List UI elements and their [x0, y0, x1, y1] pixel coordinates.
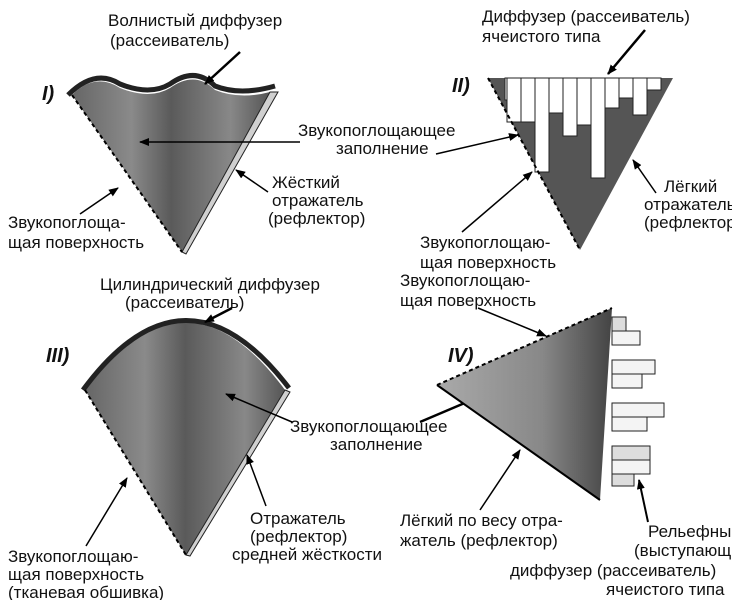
- panel-3-surface-label: (тканевая обшивка): [8, 583, 164, 600]
- panel-2-reflector-label: Лёгкий: [664, 177, 717, 196]
- fill-label-bottom: Звукопоглощающее: [290, 417, 447, 436]
- panel-1-wavy-diffuser-edge: [66, 73, 276, 97]
- arrow: [479, 449, 521, 511]
- panel-2-number: II): [452, 75, 470, 97]
- panel-3-absorber: [85, 322, 285, 555]
- panel-4-reflector: [436, 384, 601, 501]
- panel-2-reflector-label: отражатель: [644, 195, 732, 214]
- panel-1-absorber: [72, 79, 270, 252]
- fill-label-top: Звукопоглощающее: [298, 121, 455, 140]
- panel-1-diffuser-label: Волнистый диффузер: [108, 11, 282, 30]
- arrow: [204, 306, 233, 324]
- panel-3-reflector-label: Отражатель: [250, 509, 346, 528]
- panel-4-number: IV): [448, 345, 474, 367]
- panel-2-reflector-label: (рефлектор): [644, 213, 732, 232]
- panel-2-surface-label: щая поверхность: [420, 253, 556, 272]
- panel-4-absorbing-surface: [436, 307, 613, 386]
- panel-2-diffuser-label: ячеистого типа: [482, 27, 601, 46]
- panel-3-reflector-label: (рефлектор): [250, 527, 347, 546]
- panel-2-surface-label: Звукопоглощаю-: [420, 233, 550, 252]
- panel-4-diffuser-label: (выступающий): [634, 541, 732, 560]
- arrow: [461, 171, 533, 233]
- panel-3-cylindrical-diffuser-edge: [80, 318, 291, 392]
- panel-3-diffuser-label: Цилиндрический диффузер: [100, 275, 320, 294]
- panel-2-absorbing-surface: [487, 77, 581, 251]
- arrow: [235, 169, 269, 193]
- panel-1-reflector-label: (рефлектор): [268, 209, 365, 228]
- panel-3-reflector-label: средней жёсткости: [232, 545, 382, 564]
- panel-2-diffuser-label: Диффузер (рассеиватель): [482, 7, 690, 26]
- panel-1-diffuser-label: (рассеиватель): [110, 31, 229, 50]
- arrow: [204, 51, 241, 85]
- panel-1-reflector-label: Жёсткий: [272, 173, 340, 192]
- panel-1-wavy-diffuser: I) Волнистый диффузер (рассеиватель) Жёс…: [8, 11, 365, 255]
- panel-4-absorber: [437, 308, 612, 500]
- panel-4-reflector-label: Лёгкий по весу отра-: [400, 511, 563, 530]
- arrow: [636, 479, 649, 523]
- panel-2-cell-diffuser: II) Диффузер (рассеиватель) ячеистого ти…: [420, 7, 732, 272]
- arrow: [79, 187, 119, 215]
- fill-label-top: заполнение: [336, 139, 429, 158]
- panel-4-reflector-label: жатель (рефлектор): [400, 531, 558, 550]
- panel-1-reflector: [181, 91, 279, 255]
- fill-label-bottom: заполнение: [330, 435, 423, 454]
- panel-1-surface-label: Звукопоглоща-: [8, 213, 126, 232]
- arrow: [225, 393, 293, 423]
- arrow: [632, 159, 657, 194]
- panel-3-reflector: [185, 389, 291, 557]
- panel-1-number: I): [42, 83, 55, 105]
- panel-4-relief-diffuser: IV) Звукопоглощаю- щая поверхность Лёгки…: [400, 271, 732, 599]
- panel-4-surface-label: Звукопоглощаю-: [400, 271, 530, 290]
- panel-4-diffuser-label: ячеистого типа: [606, 580, 725, 599]
- panel-3-surface-label: Звукопоглощаю-: [8, 547, 138, 566]
- arrow: [477, 307, 547, 337]
- panel-3-surface-label: щая поверхность: [8, 565, 144, 584]
- panel-1-surface-label: щая поверхность: [8, 233, 144, 252]
- panel-4-diffuser-cells: [611, 316, 665, 487]
- arrow: [435, 133, 519, 155]
- panel-3-number: III): [46, 345, 70, 367]
- arrow: [85, 477, 128, 547]
- panel-1-reflector-label: отражатель: [272, 191, 364, 210]
- panel-2-diffuser-cells: [504, 77, 662, 179]
- panel-3-cylindrical-diffuser: III) Цилиндрический диффузер (рассеивате…: [8, 275, 382, 600]
- panel-3-diffuser-label: (рассеиватель): [125, 293, 244, 312]
- arrow: [246, 454, 267, 507]
- panel-4-surface-label: щая поверхность: [400, 291, 536, 310]
- panel-1-absorbing-surface: [71, 94, 183, 253]
- panel-4-diffuser-label: диффузер (рассеиватель): [510, 561, 716, 580]
- arrow: [607, 29, 646, 75]
- panel-4-diffuser-label: Рельефный: [648, 522, 732, 541]
- panel-3-absorbing-surface: [84, 389, 187, 556]
